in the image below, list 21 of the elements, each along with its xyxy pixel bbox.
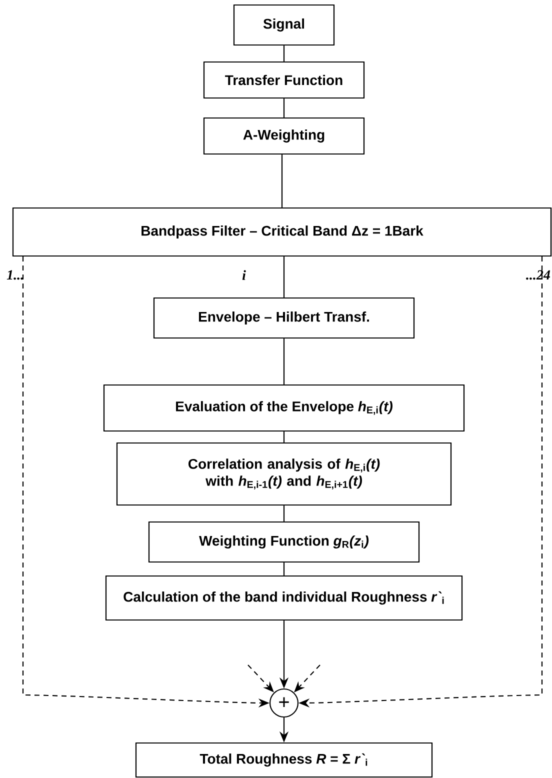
connector-line — [283, 256, 285, 298]
edge-label: ...24 — [526, 270, 550, 280]
process-box: Weighting Function g$_{R}$(z$_{i}$) — [148, 521, 420, 563]
process-box: Evaluation of the Envelope h$_{E,i}$(t) — [103, 384, 465, 432]
connector-line — [283, 98, 285, 118]
connector-line — [283, 432, 285, 442]
edge-label: 1... — [6, 270, 23, 280]
process-box: Correlation analysis of h$_{E,i}$(t) with h$_{E,i-1}$(t) and h$_{E,i+1}$(t) — [116, 442, 452, 506]
connector-line — [283, 338, 285, 384]
process-box: A-Weighting — [203, 117, 365, 155]
process-box: Transfer Function — [203, 61, 365, 99]
result-box: Total Roughness R = Σ r`$_{i}$ — [135, 742, 433, 778]
connector-line — [283, 562, 285, 576]
process-box: Signal — [233, 4, 335, 46]
process-box: Bandpass Filter – Critical Band Δz = 1Bark — [12, 207, 552, 257]
connector-line — [283, 506, 285, 522]
process-box: Calculation of the band individual Roughness r`$_{i}$ — [105, 575, 463, 621]
connector-line — [281, 154, 283, 208]
process-box: Envelope – Hilbert Transf. — [153, 297, 415, 339]
connector-line — [283, 46, 285, 62]
edge-label: i — [242, 270, 246, 280]
